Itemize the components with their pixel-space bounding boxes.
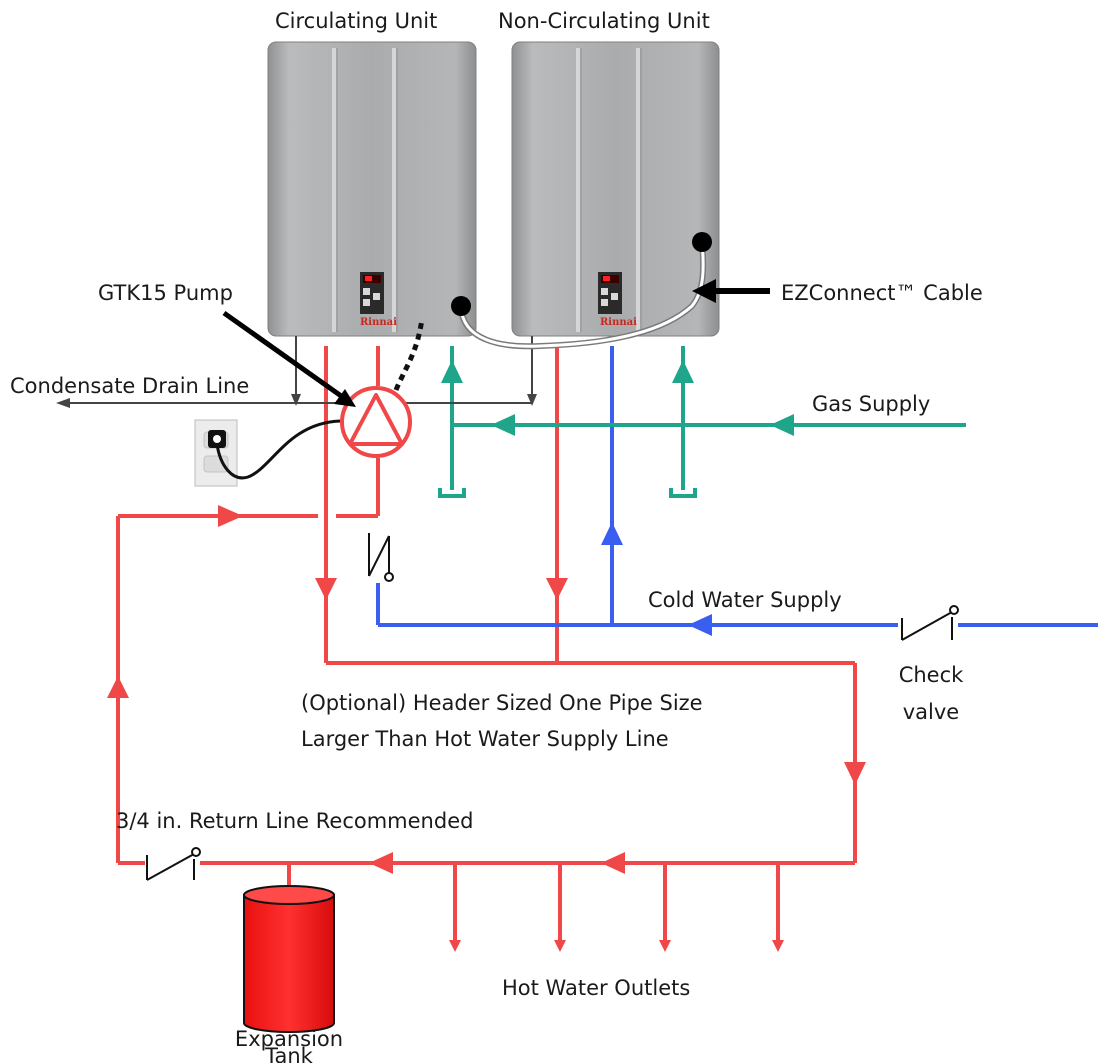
circulating-unit: Rinnai Circulating Unit xyxy=(267,9,477,337)
hot-water-flow-arrows xyxy=(107,505,866,952)
cold-water-flow-arrows xyxy=(601,522,712,636)
hot-water-outlets-label: Hot Water Outlets xyxy=(502,976,690,1000)
unit-logo: Rinnai xyxy=(600,317,637,328)
power-outlet xyxy=(194,419,238,487)
flow-arrow xyxy=(369,852,393,874)
unit-logo: Rinnai xyxy=(360,317,397,328)
flow-arrow xyxy=(441,360,463,383)
control-panel xyxy=(360,272,384,314)
drain-arrow xyxy=(527,394,537,406)
flow-arrow xyxy=(315,578,337,600)
cold-water-supply-label: Cold Water Supply xyxy=(648,588,842,612)
drain-arrow xyxy=(56,398,70,408)
flow-arrow xyxy=(770,414,794,436)
header-note: (Optional) Header Sized One Pipe Size xyxy=(301,691,703,715)
cable-connector xyxy=(692,232,712,252)
gas-supply-label: Gas Supply xyxy=(812,392,930,416)
flow-arrow xyxy=(546,578,568,600)
circulating-unit-label: Circulating Unit xyxy=(275,9,437,33)
flow-arrow xyxy=(601,852,625,874)
flow-arrow xyxy=(107,676,129,698)
outlet-arrow xyxy=(772,940,784,952)
flow-arrow xyxy=(844,762,866,785)
outlet-arrow xyxy=(449,940,461,952)
outlet-arrow xyxy=(659,940,671,952)
check-valve-label: valve xyxy=(903,700,959,724)
hot-water-piping xyxy=(116,346,857,942)
pump-control-wire xyxy=(393,317,425,391)
flow-arrow xyxy=(688,614,712,636)
gtk15-pump-label: GTK15 Pump xyxy=(98,281,233,305)
ezconnect-callout xyxy=(692,279,770,303)
flow-arrow xyxy=(218,505,243,527)
gtk15-pump-callout xyxy=(222,310,356,407)
check-valve-cold-supply xyxy=(901,605,959,641)
drain-arrow xyxy=(291,394,301,406)
cold-water-piping xyxy=(376,346,1098,627)
header-note: Larger Than Hot Water Supply Line xyxy=(301,727,669,751)
flow-arrow xyxy=(672,360,694,383)
expansion-tank-label: Expansion xyxy=(235,1027,343,1051)
check-valve-label: Check xyxy=(899,663,964,687)
flow-arrow xyxy=(601,522,623,545)
expansion-tank xyxy=(243,885,335,1033)
gas-piping xyxy=(438,346,966,498)
pump-power-cord xyxy=(215,419,341,480)
return-line-label: 3/4 in. Return Line Recommended xyxy=(116,809,473,833)
expansion-tank-label: Tank xyxy=(264,1044,314,1063)
gas-flow-arrows xyxy=(441,360,794,436)
ezconnect-cable xyxy=(451,232,712,350)
cable-connector xyxy=(451,296,471,316)
ezconnect-cable-label: EZConnect™ Cable xyxy=(781,281,983,305)
gtk15-pump xyxy=(340,386,412,458)
non-circulating-unit: Rinnai Non-Circulating Unit xyxy=(498,9,720,337)
control-panel xyxy=(598,272,622,314)
outlet-arrow xyxy=(554,940,566,952)
non-circulating-unit-label: Non-Circulating Unit xyxy=(498,9,710,33)
flow-arrow xyxy=(491,414,515,436)
condensate-drain-label: Condensate Drain Line xyxy=(10,374,249,398)
check-valve-pump xyxy=(368,533,394,582)
check-valve-return xyxy=(146,847,201,881)
